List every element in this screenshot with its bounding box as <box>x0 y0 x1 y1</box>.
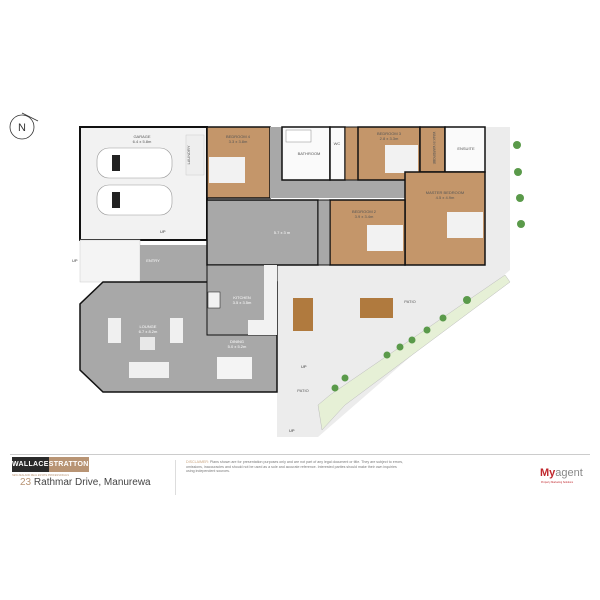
tree-icons <box>331 141 525 392</box>
garden-strip <box>317 274 511 431</box>
master-bedroom-label: MASTER BEDROOM <box>426 190 464 195</box>
laundry <box>185 134 205 176</box>
bed-icon <box>385 145 418 173</box>
entry-label: ENTRY <box>146 258 160 263</box>
patio-left-label: PATIO <box>297 388 308 393</box>
logo-tagline: NEW ZEALAND REAL ESTATE PROFESSIONALS <box>12 474 70 477</box>
bedroom-3-size: 2.8 x 3.3m <box>380 136 399 141</box>
logo-right-text: STRATTON <box>48 457 89 472</box>
bedroom-2-size: 3.9 x 3.4m <box>355 214 374 219</box>
hallway-closet <box>270 127 282 180</box>
stairs-up-markers: UP UP UP UP <box>72 229 307 433</box>
dining-label: DINING <box>230 339 244 344</box>
ensuite-label: ENSUITE <box>457 146 475 151</box>
address-street: Rathmar Drive, Manurewa <box>33 477 151 488</box>
sofa-icon <box>170 318 183 343</box>
bathtub-icon <box>285 129 312 143</box>
kitchen-label: KITCHEN <box>233 295 251 300</box>
linen-closet <box>344 126 359 181</box>
wc-label: WC <box>334 141 341 146</box>
patio-area <box>277 127 510 437</box>
stairs-up-label: UP <box>72 258 78 263</box>
stairs-up-label: UP <box>160 229 166 234</box>
room-family <box>206 199 319 266</box>
family-size: 5.7 x 3 m <box>274 230 291 235</box>
hallway <box>270 180 420 198</box>
stairs-up-label: UP <box>301 364 307 369</box>
stove-icon <box>207 291 221 309</box>
logo-left-text: WALLACE <box>12 457 49 472</box>
sofa-icon <box>129 362 169 378</box>
lounge-label: LOUNGE <box>140 324 157 329</box>
address-number: 23 <box>20 477 32 488</box>
patio-right-label: PATIO <box>404 299 415 304</box>
kitchen-island <box>248 320 277 335</box>
kitchen-bench <box>264 265 277 320</box>
patio-table-icon <box>360 298 393 318</box>
bedroom-4-label: BEDROOM 4 <box>226 134 251 139</box>
myagent-tagline: Property Marketing Solutions <box>541 481 574 484</box>
footer-vertical-divider <box>175 460 176 495</box>
bedroom-2-label: BEDROOM 2 <box>352 209 377 214</box>
room-entry <box>140 245 207 282</box>
garage-size: 6.4 x 5.8m <box>133 139 152 144</box>
sofa-icon <box>108 318 121 343</box>
bedroom-4-size: 3.3 x 3.8m <box>229 139 248 144</box>
footer-divider <box>10 454 590 455</box>
disclaimer-heading: DISCLAIMER: <box>186 460 209 464</box>
bed-icon <box>209 157 245 183</box>
stairs-left <box>79 239 141 283</box>
disclaimer: DISCLAIMER: Plans shown are for presenta… <box>186 460 406 474</box>
dining-table-icon <box>217 357 252 379</box>
room-wc <box>329 126 346 181</box>
bed-icon <box>447 212 483 238</box>
hall-nook <box>317 199 331 266</box>
kitchen-size: 3.5 x 3.5m <box>233 300 252 305</box>
disclaimer-text: Plans shown are for presentation purpose… <box>186 460 404 474</box>
brand-agent: agent <box>555 467 583 479</box>
brand-my: My <box>540 467 556 479</box>
compass-label: N <box>18 122 26 134</box>
master-bedroom-size: 4.5 x 4.9m <box>436 195 455 200</box>
stairs-up-label: UP <box>289 428 295 433</box>
property-address: 23 Rathmar Drive, Manurewa <box>20 477 151 488</box>
patio-table-icon <box>293 298 313 331</box>
bathroom-label: BATHROOM <box>298 151 321 156</box>
myagent-logo: Myagent <box>540 467 583 479</box>
wardrobe-label: WALK IN WARDROBE <box>432 132 436 165</box>
garage-label: GARAGE <box>133 134 150 139</box>
car-icon <box>96 147 173 216</box>
bedroom-3-label: BEDROOM 3 <box>377 131 402 136</box>
wallace-stratton-logo: WALLACE STRATTON <box>12 457 89 472</box>
laundry-label: LAUNDRY <box>186 145 191 164</box>
compass-icon: N <box>9 112 39 140</box>
dining-size: 5.0 x 5.2m <box>228 344 247 349</box>
coffee-table-icon <box>140 337 155 350</box>
bed-icon <box>367 225 403 251</box>
lounge-size: 6.7 x 8.2m <box>139 329 158 334</box>
